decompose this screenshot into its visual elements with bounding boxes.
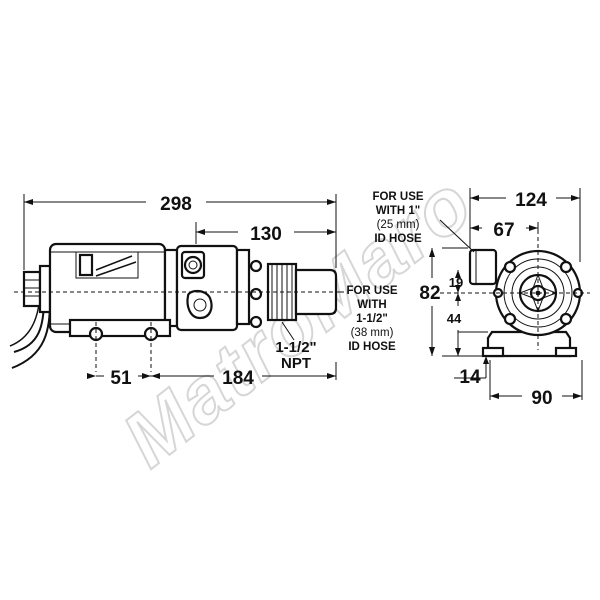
motor-body: [48, 242, 167, 334]
bolt-upper: [249, 259, 263, 273]
outlet-note-line4: (38 mm): [351, 327, 394, 339]
dim-foot-height: 14: [454, 356, 489, 388]
inlet-note-line4: ID HOSE: [374, 233, 422, 245]
dim-124: 124: [515, 190, 547, 211]
end-bolt-bl: [503, 312, 517, 326]
end-bolt-tr: [559, 260, 573, 274]
dim-82: 82: [419, 283, 440, 304]
outlet-note-line3: 1-1/2": [356, 313, 388, 325]
dim-base-width: 90: [490, 388, 582, 409]
dim-19: 19: [449, 275, 463, 290]
mounting-foot-right: [143, 322, 159, 372]
outlet-note-line5: ID HOSE: [348, 341, 396, 353]
mounting-foot-left: [88, 322, 104, 372]
bolt-lower: [249, 315, 263, 329]
dim-overall-length: 298: [24, 194, 336, 215]
dim-184: 184: [222, 368, 254, 389]
end-bolt-br: [559, 312, 573, 326]
dim-51: 51: [110, 368, 132, 389]
inlet-note-line3: (25 mm): [377, 219, 420, 231]
dim-44: 44: [447, 311, 462, 326]
dim-port-offset: 67: [470, 220, 538, 241]
bolt-middle: [249, 287, 263, 301]
dim-298: 298: [160, 194, 192, 215]
rear-flange: [38, 264, 52, 314]
motor-label-plate: [75, 251, 139, 279]
dim-overall-height: 82: [419, 248, 441, 356]
dim-67: 67: [493, 220, 514, 241]
terminal-cap: [22, 270, 42, 308]
outlet-note-line2: WITH: [357, 299, 386, 311]
outlet-hose-note: FOR USE WITH 1-1/2" (38 mm) ID HOSE: [336, 285, 398, 353]
dim-base: 51 184: [87, 368, 336, 389]
end-view: 124 67 82 19: [372, 188, 590, 409]
side-view: 298 130 51 184 1-1/2" NPT: [9, 194, 398, 389]
inlet-note-line2: WITH 1": [376, 205, 420, 217]
dim-130: 130: [250, 224, 282, 245]
dim-90: 90: [531, 388, 552, 409]
dim-shaft-height: 44: [447, 293, 462, 356]
end-bolt-tl: [503, 260, 517, 274]
outlet-note-line1: FOR USE: [346, 285, 397, 297]
dim-14: 14: [459, 367, 481, 388]
end-inlet-tube: [468, 248, 498, 286]
dim-overall-width: 124: [470, 190, 580, 211]
thread-callout: 1-1/2" NPT: [275, 321, 317, 372]
thread-size: 1-1/2": [275, 339, 316, 356]
end-foot-right: [554, 346, 578, 358]
inlet-note-line1: FOR USE: [372, 191, 423, 203]
dim-shaft-above: 19: [449, 270, 463, 293]
seal-housing: [163, 248, 179, 328]
inlet-hose-note: FOR USE WITH 1" (25 mm) ID HOSE: [372, 191, 475, 253]
head-boss: [186, 289, 213, 320]
end-plate: [235, 248, 251, 326]
thread-type: NPT: [281, 355, 311, 372]
end-foot-left: [481, 346, 505, 358]
dim-head-length: 130: [196, 224, 336, 245]
